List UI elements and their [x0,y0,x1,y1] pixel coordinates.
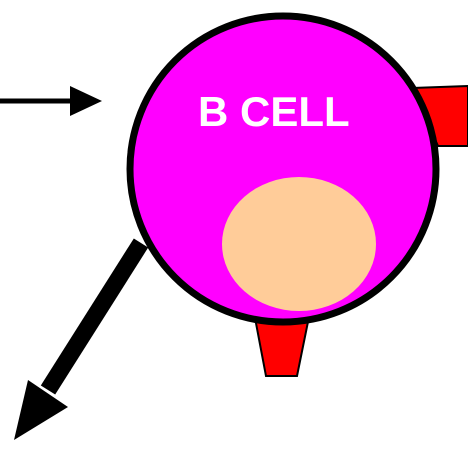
outgoing-arrow [14,243,141,440]
nucleus [222,177,376,311]
outgoing-arrow-shaft [48,243,141,390]
incoming-arrow-head [70,86,102,116]
outgoing-arrow-head [14,380,68,440]
cell-label: B CELL [198,88,350,135]
incoming-arrow [0,86,102,116]
